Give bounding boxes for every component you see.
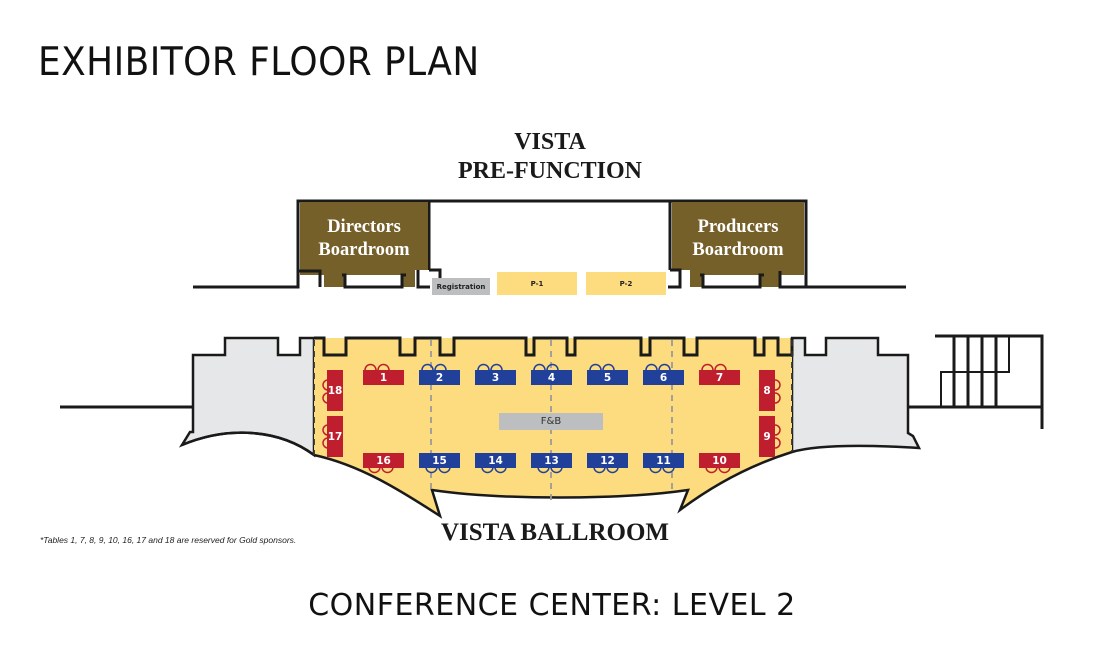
right-side-room: [790, 336, 922, 454]
level-subtitle: CONFERENCE CENTER: LEVEL 2: [308, 588, 796, 623]
table-7[interactable]: 7: [699, 370, 740, 385]
table-3[interactable]: 3: [475, 370, 516, 385]
table-15[interactable]: 15: [419, 453, 460, 468]
table-1[interactable]: 1: [363, 370, 404, 385]
vista-ballroom-label: VISTA BALLROOM: [440, 519, 670, 546]
prefunction-outline: [193, 199, 906, 289]
prefunction-label-line1: VISTA: [514, 129, 586, 155]
table-2[interactable]: 2: [419, 370, 460, 385]
registration-booth[interactable]: Registration: [432, 278, 490, 295]
stairwell: [908, 334, 1044, 429]
prefunction-label-line2: PRE-FUNCTION: [458, 158, 642, 184]
table-17[interactable]: 17: [327, 416, 343, 457]
table-12[interactable]: 12: [587, 453, 628, 468]
table-8[interactable]: 8: [759, 370, 775, 411]
table-11[interactable]: 11: [643, 453, 684, 468]
table-4[interactable]: 4: [531, 370, 572, 385]
table-6[interactable]: 6: [643, 370, 684, 385]
table-18[interactable]: 18: [327, 370, 343, 411]
directors-boardroom-label-1: Directors: [327, 217, 401, 237]
directors-boardroom-shape: [300, 202, 428, 287]
chairs: [322, 363, 781, 474]
table-16[interactable]: 16: [363, 453, 404, 468]
food-and-beverage-station[interactable]: F&B: [499, 413, 603, 430]
producers-boardroom-shape: [672, 202, 804, 287]
table-9[interactable]: 9: [759, 416, 775, 457]
producers-boardroom-label-1: Producers: [697, 217, 779, 237]
booth-p2[interactable]: P-2: [586, 272, 666, 295]
page-title: EXHIBITOR FLOOR PLAN: [38, 40, 480, 85]
producers-boardroom[interactable]: Producers Boardroom: [672, 216, 804, 262]
gold-sponsor-footnote: *Tables 1, 7, 8, 9, 10, 16, 17 and 18 ar…: [40, 535, 297, 545]
vista-prefunction-label: VISTA PRE-FUNCTION: [400, 128, 700, 186]
directors-boardroom[interactable]: Directors Boardroom: [300, 216, 428, 262]
directors-boardroom-label-2: Boardroom: [318, 240, 410, 260]
table-13[interactable]: 13: [531, 453, 572, 468]
ballroom-top-wall: [314, 336, 794, 357]
table-5[interactable]: 5: [587, 370, 628, 385]
booth-p1[interactable]: P-1: [497, 272, 577, 295]
table-14[interactable]: 14: [475, 453, 516, 468]
table-10[interactable]: 10: [699, 453, 740, 468]
producers-boardroom-label-2: Boardroom: [692, 240, 784, 260]
